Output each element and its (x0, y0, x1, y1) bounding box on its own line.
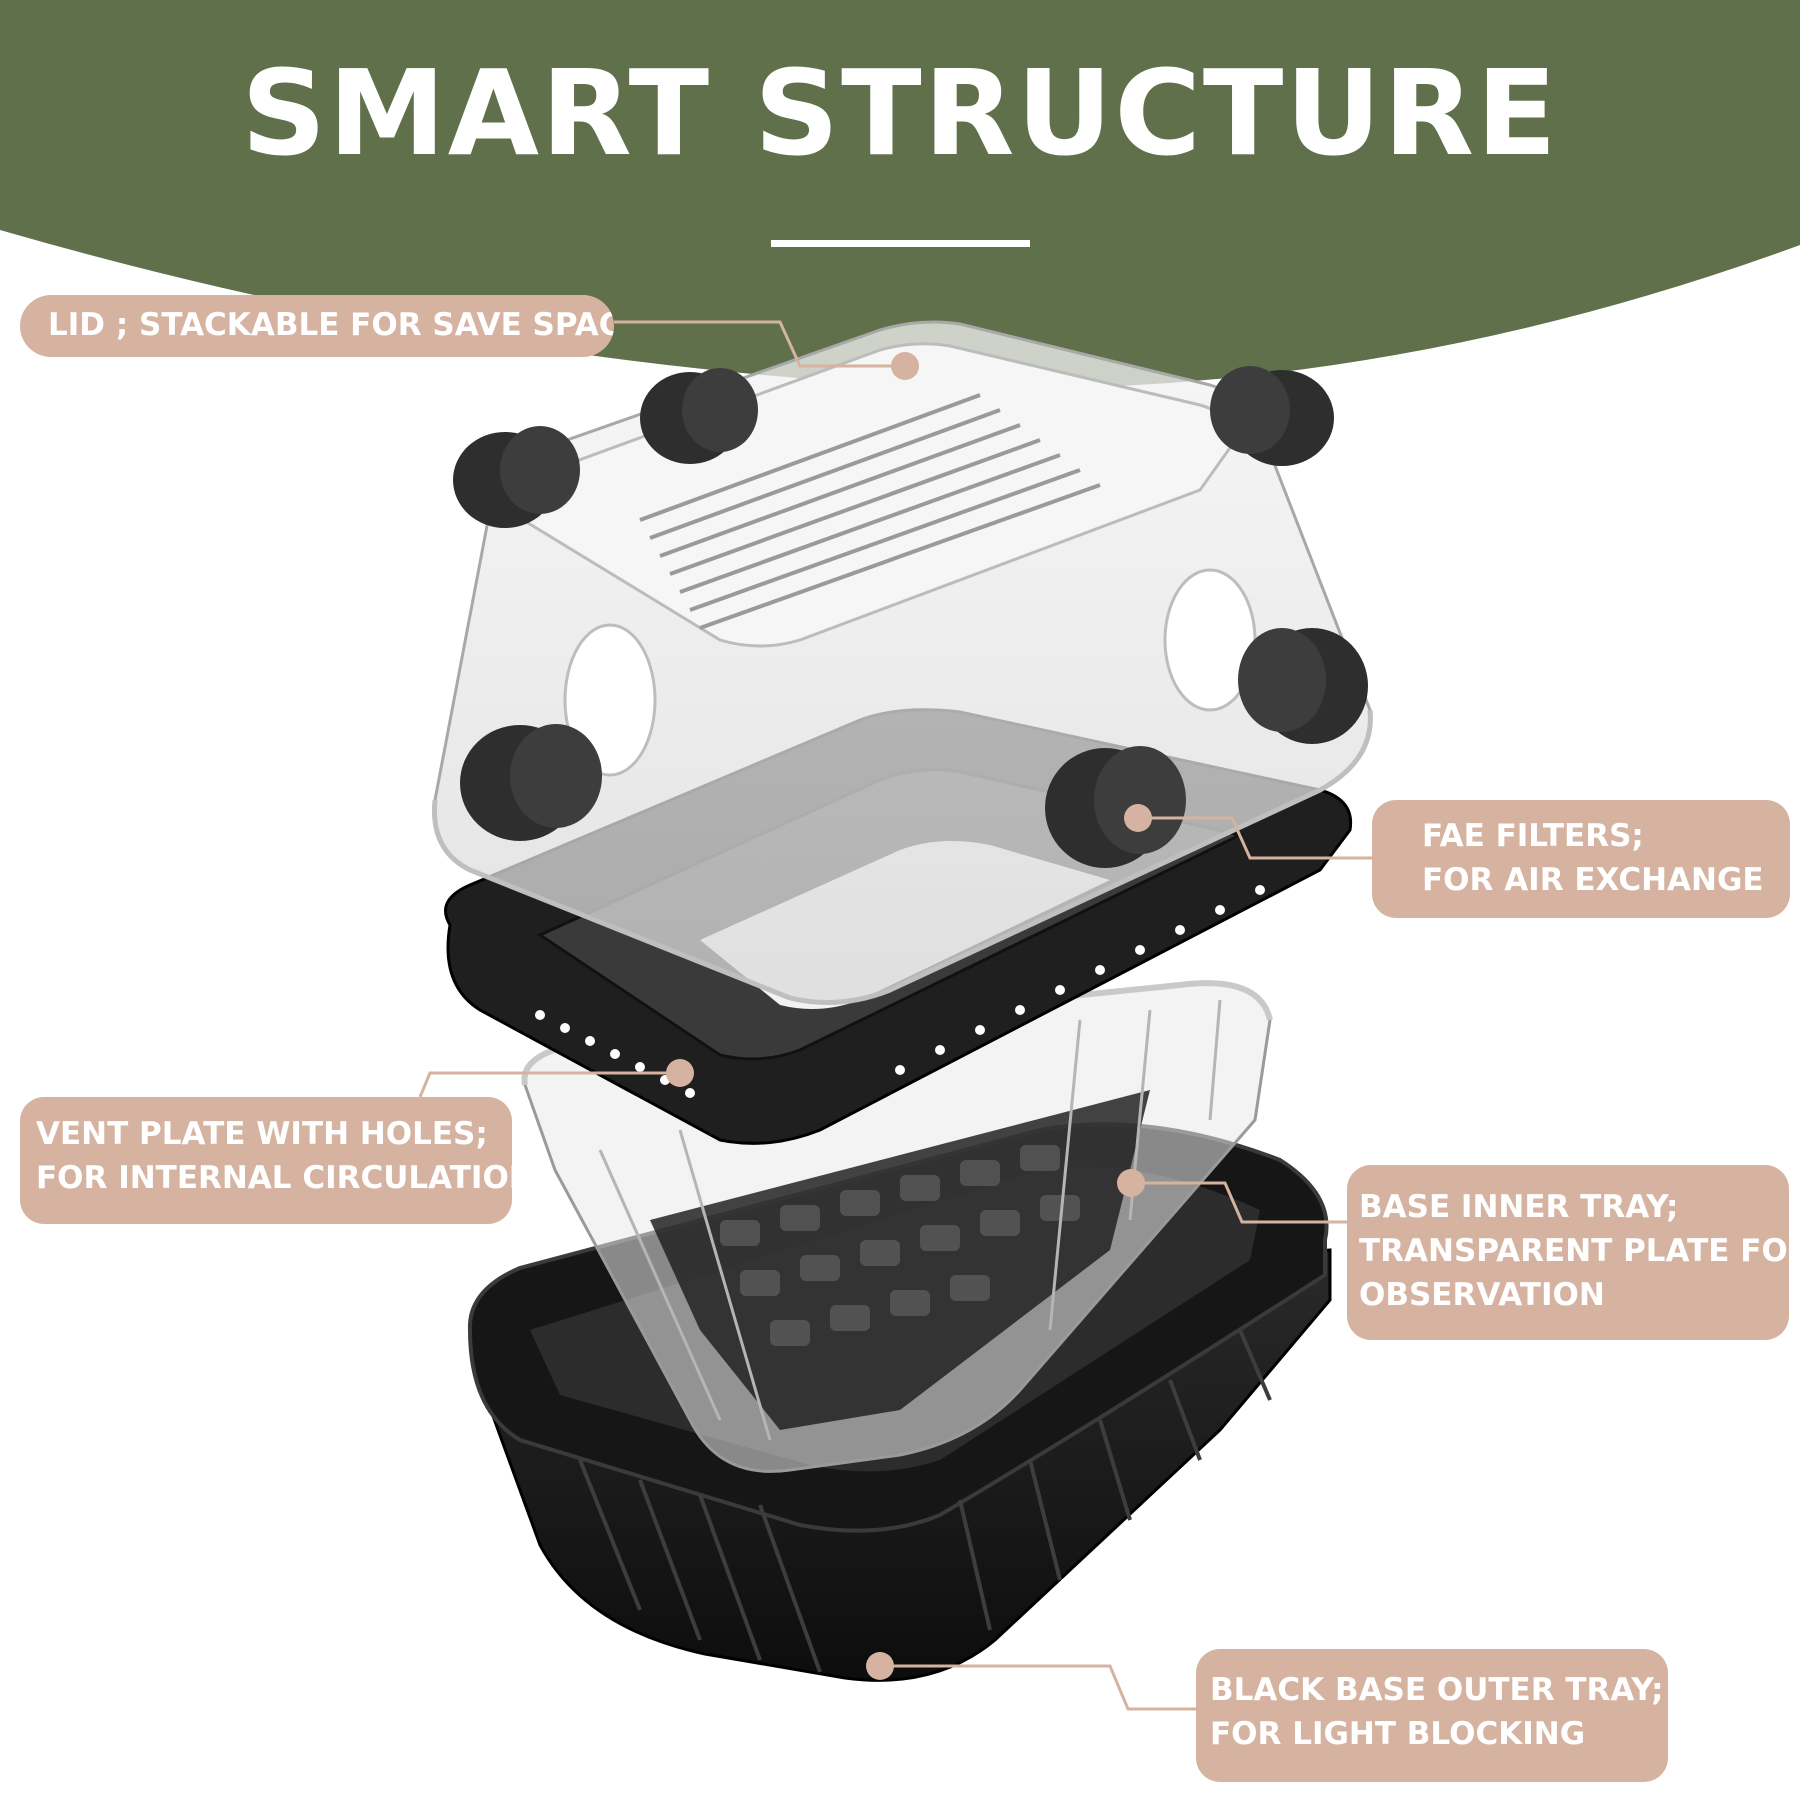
callout-dot-vent (666, 1059, 694, 1087)
lid-ribs (639, 393, 1101, 630)
leader-lines (418, 320, 1372, 1711)
callout-text: FOR AIR EXCHANGE (1422, 862, 1764, 898)
leader-line-fae (1138, 816, 1372, 860)
outer-tray-ribs (578, 1329, 1272, 1673)
callout-dot-outer (866, 1652, 894, 1680)
title-underline (771, 240, 1030, 247)
leader-line-vent (418, 1071, 680, 1098)
callout-text: BLACK BASE OUTER TRAY; (1210, 1672, 1664, 1708)
callout-text: LID ; STACKABLE FOR SAVE SPACE (48, 307, 614, 343)
callout-dot-lid (891, 352, 919, 380)
callout-label-outer-tray: BLACK BASE OUTER TRAY; FOR LIGHT BLOCKIN… (1196, 1649, 1668, 1782)
lid-base-rim (431, 709, 1373, 1005)
page-title: SMART STRUCTURE (241, 44, 1559, 182)
callout-label-inner-tray: BASE INNER TRAY; TRANSPARENT PLATE FOR O… (1347, 1165, 1789, 1340)
callout-dot-fae (1124, 804, 1152, 832)
filter-foam-icon (460, 724, 602, 841)
filter-foam-icon (1210, 366, 1334, 466)
filter-foam-icon (453, 426, 580, 528)
callout-text: FOR LIGHT BLOCKING (1210, 1716, 1586, 1752)
callout-text: FAE FILTERS; (1422, 818, 1644, 854)
inner-tray-rim (521, 980, 1273, 1086)
callout-text: BASE INNER TRAY; (1359, 1189, 1679, 1225)
leader-line-lid (614, 320, 905, 368)
callout-text: FOR INTERNAL CIRCULATION (36, 1160, 512, 1196)
fae-filters (453, 366, 1368, 868)
filter-foam-icon (640, 368, 758, 464)
callout-label-lid: LID ; STACKABLE FOR SAVE SPACE (20, 295, 614, 357)
leader-line-inner (1131, 1181, 1347, 1224)
callout-text: OBSERVATION (1359, 1277, 1605, 1313)
callout-label-fae-filters: FAE FILTERS; FOR AIR EXCHANGE (1372, 800, 1790, 918)
callout-text: TRANSPARENT PLATE FOR (1359, 1233, 1789, 1269)
callout-dots (666, 352, 1152, 1680)
callout-label-vent-plate: VENT PLATE WITH HOLES; FOR INTERNAL CIRC… (20, 1097, 512, 1224)
lid-side-hole (563, 623, 657, 777)
filter-foam-icon (1238, 628, 1368, 744)
callout-text: VENT PLATE WITH HOLES; (36, 1116, 488, 1152)
filter-foam-icon (1045, 746, 1186, 868)
callout-dot-inner (1117, 1169, 1145, 1197)
leader-line-outer (880, 1664, 1196, 1711)
inner-tray-cells (720, 1145, 1080, 1346)
banner-shape (0, 0, 1800, 389)
